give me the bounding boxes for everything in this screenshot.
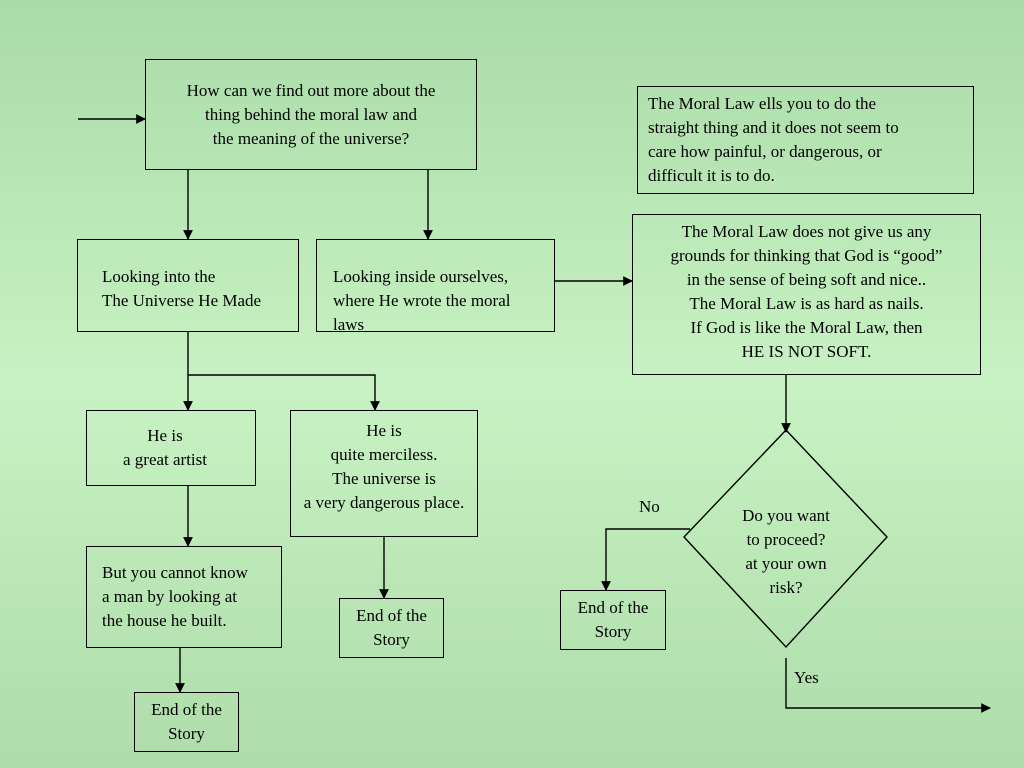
- end-story-box-2: End of the Story: [339, 598, 444, 658]
- moral-law-note-box: The Moral Law ells you to do the straigh…: [637, 86, 974, 194]
- ourselves-branch-box: Looking inside ourselves, where He wrote…: [316, 239, 555, 334]
- yes-label: Yes: [794, 668, 819, 687]
- cannot-know-box: But you cannot know a man by looking at …: [86, 546, 282, 648]
- not-soft-box: The Moral Law does not give us any groun…: [632, 214, 981, 375]
- decision-text: Do you want to proceed? at your own risk…: [742, 506, 830, 597]
- great-artist-box: He is a great artist: [86, 410, 256, 486]
- universe-branch-box: Looking into the The Universe He Made: [77, 239, 299, 332]
- end-story-box-1: End of the Story: [134, 692, 239, 752]
- arrow-to-merciless: [188, 374, 380, 411]
- arrow-yes: [785, 658, 991, 713]
- end-story-box-3: End of the Story: [560, 590, 666, 650]
- arrow-no-to-end-story-3: [601, 528, 690, 591]
- merciless-box: He is quite merciless. The universe is a…: [290, 410, 478, 537]
- decision-diamond: [683, 428, 888, 649]
- no-label: No: [639, 497, 660, 516]
- start-question-box: How can we find out more about the thing…: [145, 59, 477, 170]
